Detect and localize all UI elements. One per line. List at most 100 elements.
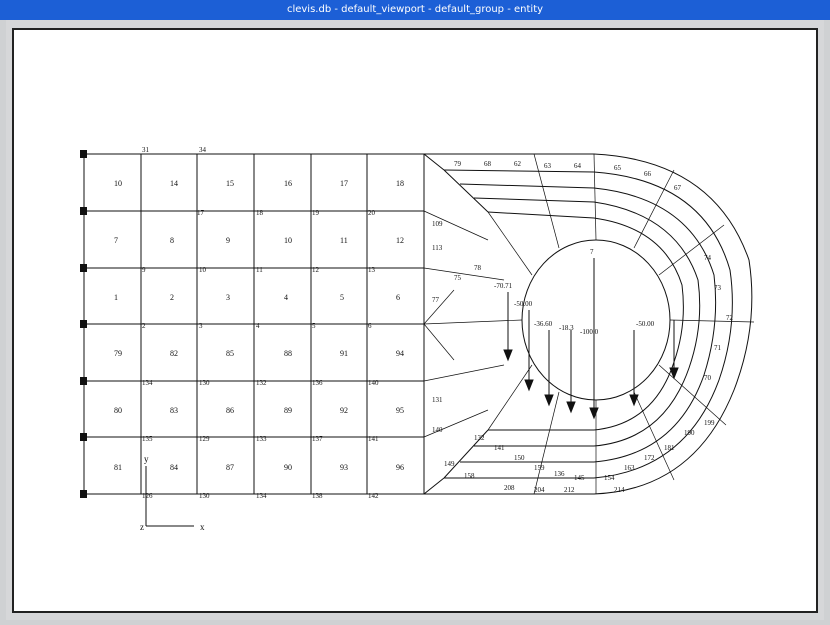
ring-label: 113	[432, 244, 443, 252]
load-label: -18.3	[559, 324, 574, 332]
elem-label: 80	[114, 406, 122, 415]
elem-label: 18	[396, 179, 404, 188]
ring-label: 65	[614, 164, 622, 172]
elem-label: 2	[170, 293, 174, 302]
elem-label: 14	[170, 179, 178, 188]
graphics-viewport[interactable]: 10 14 15 16 17 18 7 8 9 10 11 12 1 2 3 4…	[12, 28, 818, 613]
ring-label: 190	[684, 429, 695, 437]
axis-x-label: x	[200, 522, 205, 532]
elem-label: 85	[226, 349, 234, 358]
node-label: 130	[199, 379, 210, 387]
elem-label: 90	[284, 463, 292, 472]
left-rect-mesh	[83, 153, 425, 495]
ring-label: 172	[644, 454, 655, 462]
elem-label: 79	[114, 349, 122, 358]
ring-label: 66	[644, 170, 652, 178]
load-arrows	[503, 258, 679, 420]
ring-label: 212	[564, 486, 575, 494]
node-label: 31	[142, 146, 150, 154]
node-label: 137	[312, 435, 323, 443]
ring-label: 158	[464, 472, 475, 480]
axis-triad: y z x	[140, 454, 205, 532]
node-label: 129	[199, 435, 210, 443]
elem-label: 17	[340, 179, 348, 188]
elem-label: 16	[284, 179, 292, 188]
grid-node-labels: 31 34 17 18 19 20 9 10 11 12 13 2 3 4 5 …	[142, 146, 379, 500]
elem-label: 7	[114, 236, 118, 245]
node-label: 134	[142, 379, 153, 387]
elem-label: 4	[284, 293, 288, 302]
node-label: 134	[256, 492, 267, 500]
grid-element-labels: 10 14 15 16 17 18 7 8 9 10 11 12 1 2 3 4…	[114, 179, 404, 472]
node-label: 10	[199, 266, 207, 274]
elem-label: 10	[114, 179, 122, 188]
node-label: 126	[142, 492, 153, 500]
ring-label: 70	[704, 374, 712, 382]
ring-label: 132	[474, 434, 485, 442]
constraint-markers	[80, 150, 87, 498]
elem-label: 5	[340, 293, 344, 302]
elem-label: 1	[114, 293, 118, 302]
axis-y-label: y	[144, 454, 149, 464]
node-label: 135	[142, 435, 153, 443]
elem-label: 84	[170, 463, 178, 472]
ring-label: 71	[714, 344, 722, 352]
node-label: 19	[312, 209, 320, 217]
elem-label: 9	[226, 236, 230, 245]
load-label: 7	[590, 248, 594, 256]
node-label: 20	[368, 209, 376, 217]
mesh-canvas[interactable]: 10 14 15 16 17 18 7 8 9 10 11 12 1 2 3 4…	[14, 30, 820, 615]
node-label: 18	[256, 209, 264, 217]
radial-mesh-lines	[423, 153, 755, 495]
ring-label: 78	[474, 264, 482, 272]
node-label: 34	[199, 146, 207, 154]
elem-label: 91	[340, 349, 348, 358]
node-label: 132	[256, 379, 267, 387]
ring-label: 208	[504, 484, 515, 492]
ring-label: 75	[454, 274, 462, 282]
ring-label: 131	[432, 396, 443, 404]
elem-label: 12	[396, 236, 404, 245]
load-label: -70.71	[494, 282, 513, 290]
elem-label: 11	[340, 236, 348, 245]
elem-label: 93	[340, 463, 348, 472]
elem-label: 87	[226, 463, 234, 472]
node-label: 141	[368, 435, 379, 443]
ring-label: 68	[484, 160, 492, 168]
elem-label: 8	[170, 236, 174, 245]
elem-label: 96	[396, 463, 404, 472]
node-label: 138	[312, 492, 323, 500]
ring-label: 199	[704, 419, 715, 427]
ring-label: 145	[574, 474, 585, 482]
ring-label: 64	[574, 162, 582, 170]
node-label: 6	[368, 322, 372, 330]
load-label: -36.60	[534, 320, 553, 328]
node-label: 17	[197, 209, 205, 217]
ring-label: 140	[432, 426, 443, 434]
node-label: 136	[312, 379, 323, 387]
ring-label: 67	[674, 184, 682, 192]
node-label: 9	[142, 266, 146, 274]
clevis-outer-outline	[423, 153, 753, 495]
ring-label: 79	[454, 160, 462, 168]
ring-label: 141	[494, 444, 505, 452]
elem-label: 89	[284, 406, 292, 415]
ring-label: 63	[544, 162, 552, 170]
ring-label: 150	[514, 454, 525, 462]
load-label: -50.00	[636, 320, 655, 328]
ring-label: 149	[444, 460, 455, 468]
node-label: 2	[142, 322, 146, 330]
node-label: 13	[368, 266, 376, 274]
window-title: clevis.db - default_viewport - default_g…	[286, 4, 544, 15]
ring-label: 109	[432, 220, 443, 228]
ring-label: 181	[664, 444, 675, 452]
elem-label: 15	[226, 179, 234, 188]
elem-label: 10	[284, 236, 292, 245]
load-value-labels: -70.71 -50.00 -36.60 -18.3 -100.0 7 -50.…	[494, 248, 655, 336]
elem-label: 3	[226, 293, 230, 302]
elem-label: 88	[284, 349, 292, 358]
elem-label: 94	[396, 349, 404, 358]
ring-label: 74	[704, 254, 712, 262]
window-titlebar[interactable]: clevis.db - default_viewport - default_g…	[0, 0, 830, 20]
ring-label: 214	[614, 486, 625, 494]
